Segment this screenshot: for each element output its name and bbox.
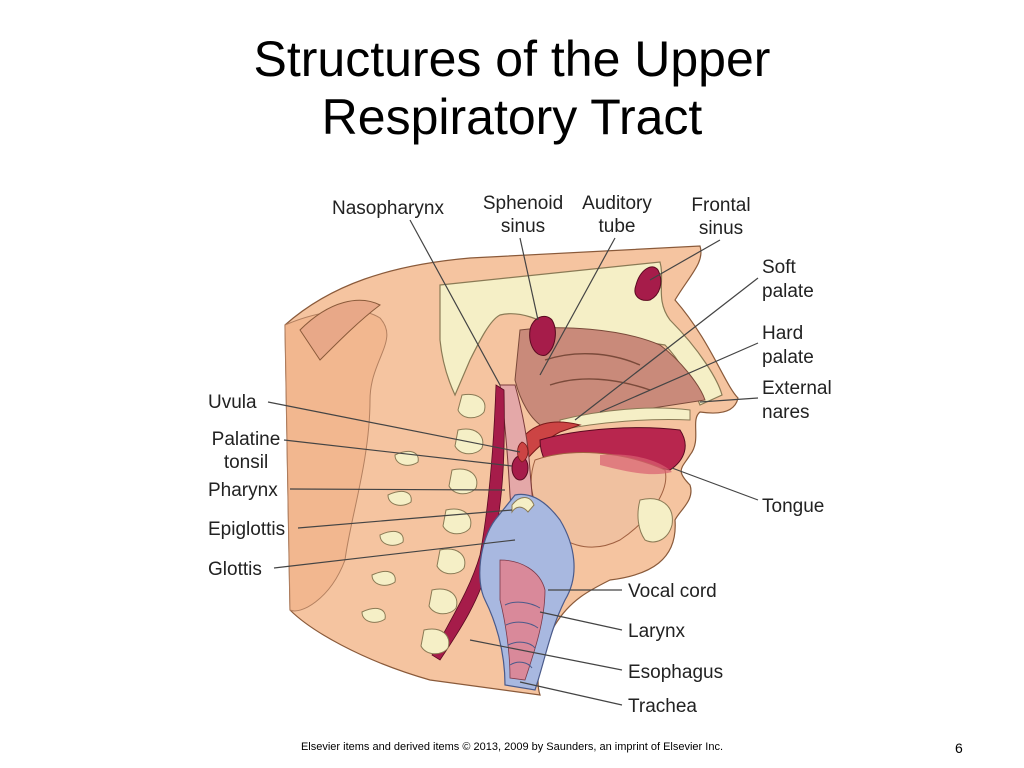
mandible xyxy=(637,498,673,543)
label-tongue: Tongue xyxy=(762,496,824,517)
hard-palate xyxy=(559,407,691,431)
label-external-nares-2: nares xyxy=(762,402,810,423)
label-soft-palate-1: Soft xyxy=(762,257,797,278)
frontal-sinus xyxy=(634,266,662,301)
pharyngeal-wall xyxy=(431,384,505,661)
label-frontal-sinus-1: Frontal xyxy=(691,195,750,216)
label-palatine-tonsil-2: tonsil xyxy=(224,452,268,473)
label-auditory-tube-2: tube xyxy=(599,216,636,237)
soft-palate xyxy=(524,421,582,460)
label-hard-palate-2: palate xyxy=(762,347,814,368)
label-nasopharynx: Nasopharynx xyxy=(332,198,444,219)
label-external-nares-1: External xyxy=(762,378,832,399)
skull-top xyxy=(299,299,381,361)
label-sphenoid-sinus-1: Sphenoid xyxy=(483,193,563,214)
tongue-tip-pink xyxy=(600,454,672,475)
trachea-lumen xyxy=(499,559,546,681)
label-auditory-tube-1: Auditory xyxy=(582,193,652,214)
sphenoid-sinus xyxy=(529,315,556,356)
label-trachea: Trachea xyxy=(628,696,697,717)
tracheal-rings xyxy=(504,601,541,669)
turbinates xyxy=(544,352,651,391)
uvula-shape xyxy=(517,441,529,463)
label-soft-palate-2: palate xyxy=(762,281,814,302)
nasal-cavity xyxy=(514,327,706,429)
label-esophagus: Esophagus xyxy=(628,662,723,683)
epiglottis-shape xyxy=(511,497,535,514)
leader-lines xyxy=(267,219,759,706)
label-sphenoid-sinus-2: sinus xyxy=(501,216,545,237)
label-frontal-sinus-2: sinus xyxy=(699,218,743,239)
page-number: 6 xyxy=(955,740,963,756)
cervical-vertebrae xyxy=(361,393,486,655)
label-palatine-tonsil-1: Palatine xyxy=(212,429,281,450)
copyright-footer: Elsevier items and derived items © 2013,… xyxy=(300,741,724,753)
title-line-1: Structures of the Upper xyxy=(253,31,771,87)
label-larynx: Larynx xyxy=(628,621,686,642)
label-vocal-cord: Vocal cord xyxy=(628,581,717,602)
label-epiglottis: Epiglottis xyxy=(208,519,285,540)
label-glottis: Glottis xyxy=(208,559,262,580)
slide-title: Structures of the Upper Respiratory Trac… xyxy=(0,30,1024,146)
label-hard-palate-1: Hard xyxy=(762,323,803,344)
title-line-2: Respiratory Tract xyxy=(321,89,703,145)
label-pharynx: Pharynx xyxy=(208,480,278,501)
label-uvula: Uvula xyxy=(208,392,257,413)
